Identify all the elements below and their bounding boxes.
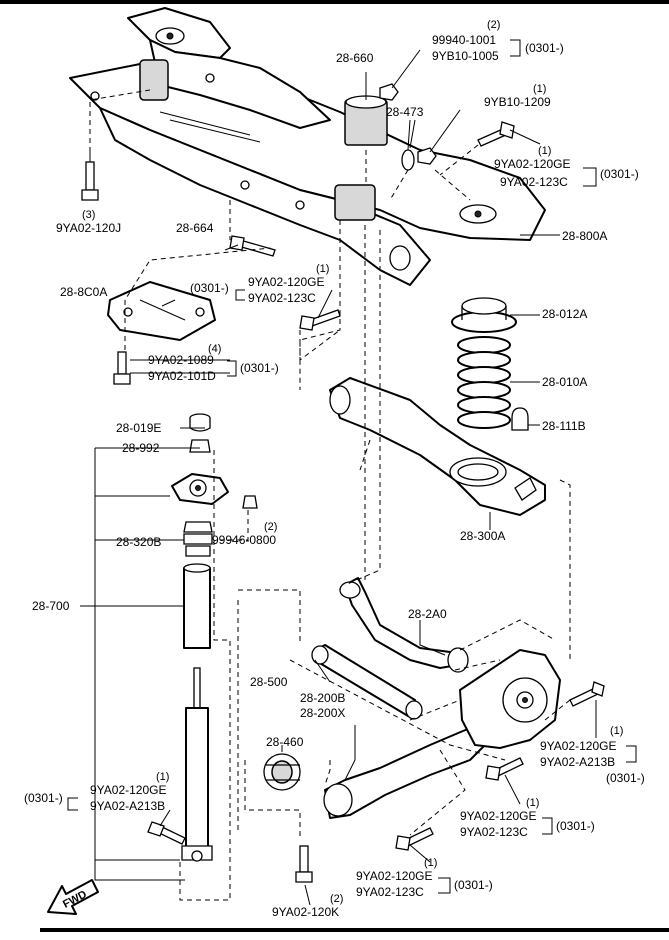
label-9ya02-101d: 9YA02-101D (148, 369, 216, 383)
label-9ya02-120j: 9YA02-120J (56, 221, 121, 235)
label-28-700: 28-700 (32, 599, 70, 613)
label-9ya02-a213b-c: 9YA02-A213B (540, 755, 615, 769)
label-q1-e: (1) (526, 797, 539, 809)
label-9ya02-123c-a: 9YA02-123C (500, 175, 568, 189)
label-28-992: 28-992 (122, 441, 160, 455)
label-q2-top: (2) (487, 19, 500, 31)
label-0301-b: (0301-) (190, 281, 229, 295)
label-q1-b: (1) (316, 263, 329, 275)
bolt-9ya02-120ge-mid (299, 309, 341, 331)
bolt-9ya02-120k (295, 845, 313, 883)
bolt-knuckle-b (485, 757, 524, 781)
label-9ya02-120ge-a: 9YA02-120GE (494, 157, 571, 171)
label-9ya02-120ge-e: 9YA02-120GE (460, 809, 537, 823)
label-9ya02-120ge-c: 9YA02-120GE (540, 739, 617, 753)
bound-stopper-28-320b (183, 521, 213, 557)
label-9ya02-123c-b: 9YA02-123C (248, 291, 316, 305)
label-q1-d: (1) (156, 771, 169, 783)
label-28-2a0: 28-2A0 (408, 607, 447, 621)
label-q1-a: (1) (538, 145, 551, 157)
nut-99940-1001 (379, 49, 421, 101)
label-28-111b: 28-111B (542, 419, 586, 433)
label-0301-e: (0301-) (556, 819, 595, 833)
nut-9yb10-1209 (417, 109, 461, 165)
label-0301-c2: (0301-) (606, 771, 645, 785)
label-q2-k: (2) (330, 893, 343, 905)
bracket-28-8c0a (107, 281, 216, 341)
bottom-border (40, 928, 669, 932)
bushing-28-460 (263, 753, 301, 791)
label-0301-top: (0301-) (525, 41, 564, 55)
upper-arm-28-2a0 (339, 577, 469, 673)
label-q1-9yb: (1) (533, 83, 546, 95)
part-labels: 28-660 (2) 99940-1001 9YB10-1005 (0301-)… (24, 19, 645, 919)
label-9ya02-a213b-d: 9YA02-A213B (90, 799, 165, 813)
label-9ya02-123c-f: 9YA02-123C (356, 885, 424, 899)
label-9ya02-123c-e: 9YA02-123C (460, 825, 528, 839)
label-q1-f: (1) (424, 857, 437, 869)
bolt-knuckle-a (569, 681, 605, 707)
label-28-200b: 28-200B (300, 691, 345, 705)
coil-spring-28-010a (457, 336, 511, 429)
bushing-28-660 (344, 72, 388, 146)
label-28-300a: 28-300A (460, 529, 505, 543)
bolt-9ya02-1089 (113, 351, 131, 385)
label-q2-nut: (2) (264, 521, 277, 533)
label-28-660: 28-660 (336, 51, 374, 65)
label-9ya02-120k: 9YA02-120K (272, 905, 339, 919)
nut-99946-0800 (242, 495, 258, 509)
label-9ya02-1089: 9YA02-1089 (148, 353, 214, 367)
label-28-019e: 28-019E (116, 421, 161, 435)
label-q1-c: (1) (610, 725, 623, 737)
assembly-lines (89, 89, 571, 901)
spring-seat-28-012a (451, 297, 517, 333)
label-q3: (3) (82, 209, 95, 221)
bolt-shock-lower (147, 821, 186, 845)
label-28-460: 28-460 (266, 735, 304, 749)
leader-lines (80, 119, 597, 906)
nut-28-992 (189, 439, 211, 453)
label-9yb10-1005: 9YB10-1005 (432, 49, 499, 63)
lateral-link-28-500 (311, 644, 423, 720)
label-28-8c0a: 28-8C0A (60, 285, 107, 299)
label-28-012a: 28-012A (542, 307, 587, 321)
label-99940-1001: 99940-1001 (432, 33, 496, 47)
dust-boot (183, 563, 211, 649)
label-28-320b: 28-320B (116, 535, 161, 549)
trailing-link-28-200b (323, 727, 491, 819)
knuckle (459, 649, 561, 749)
bolt-9ya02-120j (81, 152, 99, 201)
label-99946-0800: 99946-0800 (212, 533, 276, 547)
label-9ya02-120ge-b: 9YA02-120GE (248, 275, 325, 289)
bolt-9ya02-120ge-top (477, 121, 515, 147)
label-28-473: 28-473 (386, 105, 424, 119)
label-28-800a: 28-800A (562, 229, 607, 243)
label-9yb10-1209: 9YB10-1209 (484, 95, 551, 109)
bolt-knuckle-c (395, 827, 434, 851)
label-28-664: 28-664 (176, 221, 214, 235)
fwd-arrow-icon: FWD (47, 879, 99, 915)
label-0301-f: (0301-) (454, 878, 493, 892)
label-q4: (4) (208, 343, 221, 355)
label-28-010a: 28-010A (542, 375, 587, 389)
label-28-200x: 28-200X (300, 706, 345, 720)
lower-arm-28-300a (329, 377, 546, 516)
label-9ya02-120ge-f: 9YA02-120GE (356, 869, 433, 883)
label-0301-d: (0301-) (24, 791, 63, 805)
shock-absorber (181, 667, 213, 862)
mount-bracket (171, 473, 229, 505)
brackets (67, 39, 637, 894)
label-28-500: 28-500 (250, 675, 288, 689)
label-0301-c: (0301-) (240, 361, 279, 375)
bump-stop-28-111b (511, 407, 529, 431)
label-0301-a: (0301-) (600, 167, 639, 181)
label-9ya02-120ge-d: 9YA02-120GE (90, 783, 167, 797)
top-border (0, 0, 669, 4)
